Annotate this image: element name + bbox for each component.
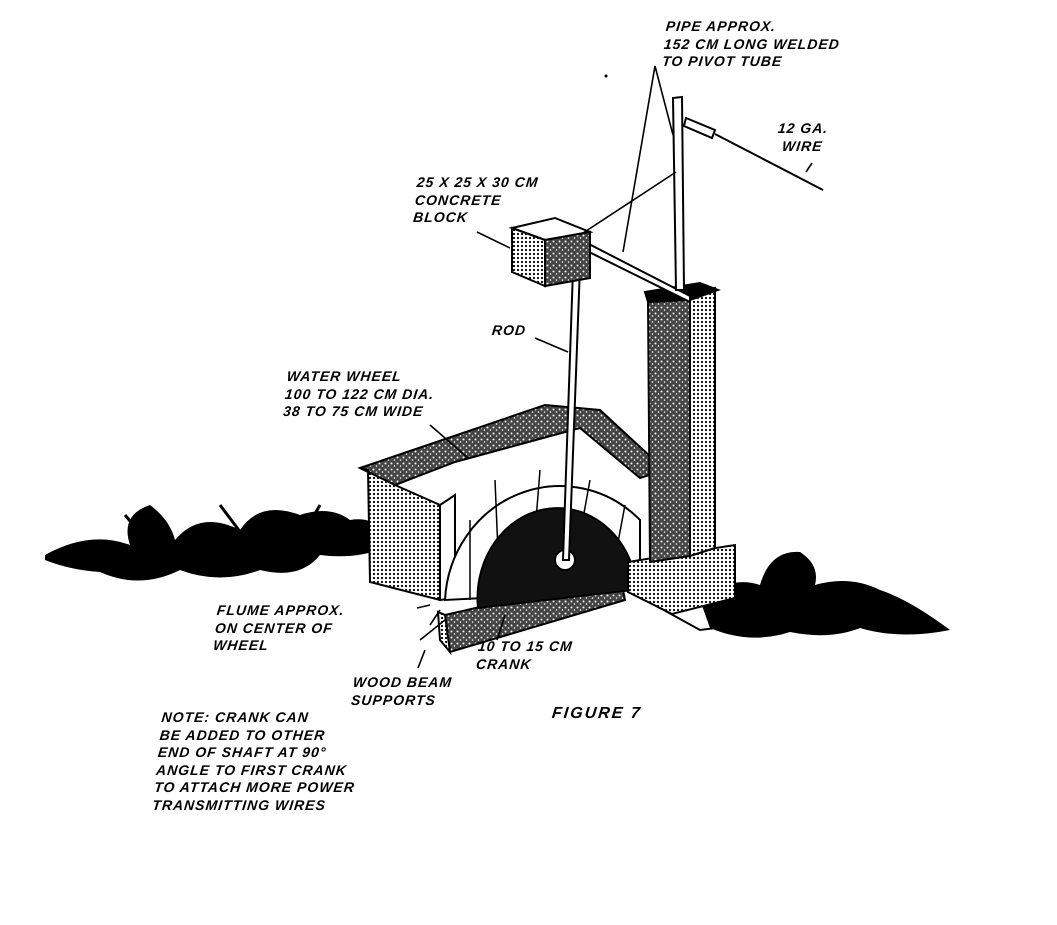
note-line: TO ATTACH MORE POWER bbox=[153, 779, 356, 795]
block-label-line: CONCRETE bbox=[414, 191, 503, 208]
pipe-label-line: TO PIVOT TUBE bbox=[661, 53, 784, 69]
beam-label-line: SUPPORTS bbox=[350, 691, 437, 708]
note-text: NOTE: CRANK CAN BE ADDED TO OTHER END OF… bbox=[151, 709, 363, 814]
wire bbox=[682, 116, 824, 191]
rod-label: ROD bbox=[491, 322, 527, 340]
note-line: ANGLE TO FIRST CRANK bbox=[155, 761, 348, 778]
pipe-label-line: PIPE APPROX. bbox=[665, 18, 778, 34]
wire-label: 12 GA. WIRE bbox=[775, 120, 829, 155]
right-plants bbox=[700, 551, 950, 638]
pipe-label-line: 152 CM LONG WELDED bbox=[663, 35, 841, 52]
beam-label: WOOD BEAM SUPPORTS bbox=[350, 674, 453, 709]
figure-title: FIGURE 7 bbox=[551, 705, 643, 722]
beam-label-line: WOOD BEAM bbox=[352, 674, 454, 690]
water-wheel bbox=[443, 469, 641, 610]
crank-label-line: CRANK bbox=[475, 655, 533, 672]
flume-label: FLUME APPROX. ON CENTER OF WHEEL bbox=[212, 602, 345, 655]
note-line: TRANSMITTING WIRES bbox=[151, 796, 327, 813]
flume-label-line: FLUME APPROX. bbox=[216, 602, 346, 618]
rod-label-line: ROD bbox=[491, 322, 528, 338]
block-label-line: 25 X 25 X 30 CM bbox=[416, 174, 540, 190]
concrete-column bbox=[627, 281, 736, 616]
wheel-label: WATER WHEEL 100 TO 122 CM DIA. 38 TO 75 … bbox=[282, 368, 437, 421]
block-label-line: BLOCK bbox=[412, 209, 469, 225]
left-plants bbox=[45, 504, 390, 581]
concrete-block bbox=[508, 216, 594, 288]
crank-label-line: 10 TO 15 CM bbox=[477, 638, 574, 654]
flume-label-line: WHEEL bbox=[212, 637, 270, 653]
wheel-label-line: WATER WHEEL bbox=[286, 368, 403, 384]
note-line: END OF SHAFT AT 90° bbox=[157, 744, 328, 760]
note-line: BE ADDED TO OTHER bbox=[158, 726, 327, 743]
leader-lines bbox=[416, 65, 813, 669]
wheel-label-line: 100 TO 122 CM DIA. bbox=[284, 385, 436, 402]
pipe-label: PIPE APPROX. 152 CM LONG WELDED TO PIVOT… bbox=[661, 18, 842, 71]
wire-label-line: WIRE bbox=[781, 137, 824, 154]
pivot-bar bbox=[584, 240, 691, 304]
block-label: 25 X 25 X 30 CM CONCRETE BLOCK bbox=[412, 174, 539, 227]
flume-label-line: ON CENTER OF bbox=[214, 619, 334, 636]
wheel-label-line: 38 TO 75 CM WIDE bbox=[282, 403, 425, 419]
pipe bbox=[671, 95, 686, 291]
note-line: NOTE: CRANK CAN bbox=[160, 709, 310, 725]
crank-label: 10 TO 15 CM CRANK bbox=[475, 638, 573, 673]
wire-label-line: 12 GA. bbox=[777, 120, 830, 136]
